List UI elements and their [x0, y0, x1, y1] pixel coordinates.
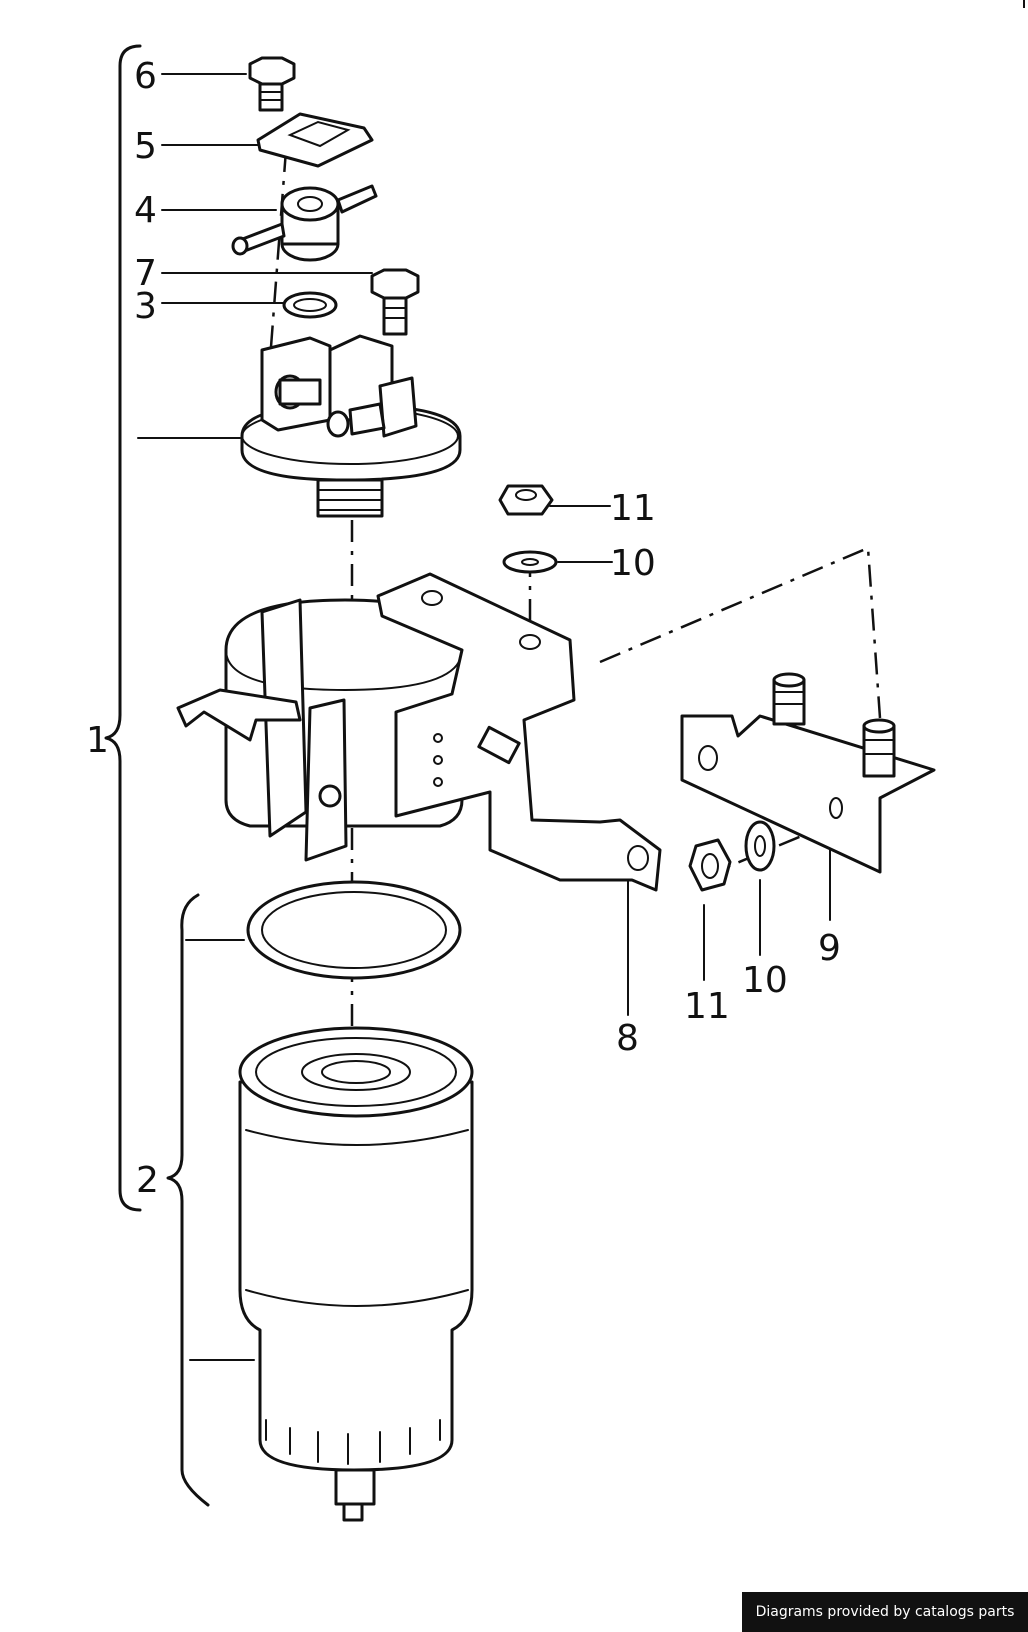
bolt-part-7 — [370, 268, 420, 336]
label-11-top: 11 — [610, 488, 656, 529]
gasket-part-5 — [256, 112, 374, 168]
label-9: 9 — [818, 928, 841, 969]
label-1: 1 — [86, 720, 109, 761]
filter-cartridge-part-2 — [238, 1026, 474, 1522]
nut-part-11-bottom — [688, 838, 732, 892]
washer-part-10-bottom — [744, 820, 776, 872]
bracket-part-8 — [376, 572, 662, 892]
label-2: 2 — [136, 1160, 159, 1201]
stud-plate-part-9 — [680, 672, 936, 874]
axis-upper — [268, 149, 288, 361]
axis-bracket-studs — [599, 546, 882, 719]
bolt-part-6 — [248, 56, 296, 112]
label-10-bottom: 10 — [742, 960, 788, 1001]
connector-part-4 — [231, 184, 378, 262]
label-8: 8 — [616, 1018, 639, 1059]
filter-head — [240, 334, 462, 518]
corner-mark — [1023, 0, 1025, 8]
nut-part-11-top — [498, 484, 554, 516]
o-ring-part-3 — [282, 291, 338, 319]
seal-ring — [246, 880, 462, 980]
label-4: 4 — [134, 190, 157, 231]
bracket-group-2 — [166, 893, 210, 1507]
label-7: 7 — [134, 253, 157, 294]
washer-part-10-top — [502, 550, 558, 574]
label-10-top: 10 — [610, 543, 656, 584]
label-5: 5 — [134, 126, 157, 167]
label-6: 6 — [134, 56, 157, 97]
label-11-bottom: 11 — [684, 986, 730, 1027]
diagram-credit-badge: Diagrams provided by catalogs parts — [742, 1592, 1028, 1632]
bracket-group-1 — [104, 44, 142, 1212]
label-3: 3 — [134, 286, 157, 327]
